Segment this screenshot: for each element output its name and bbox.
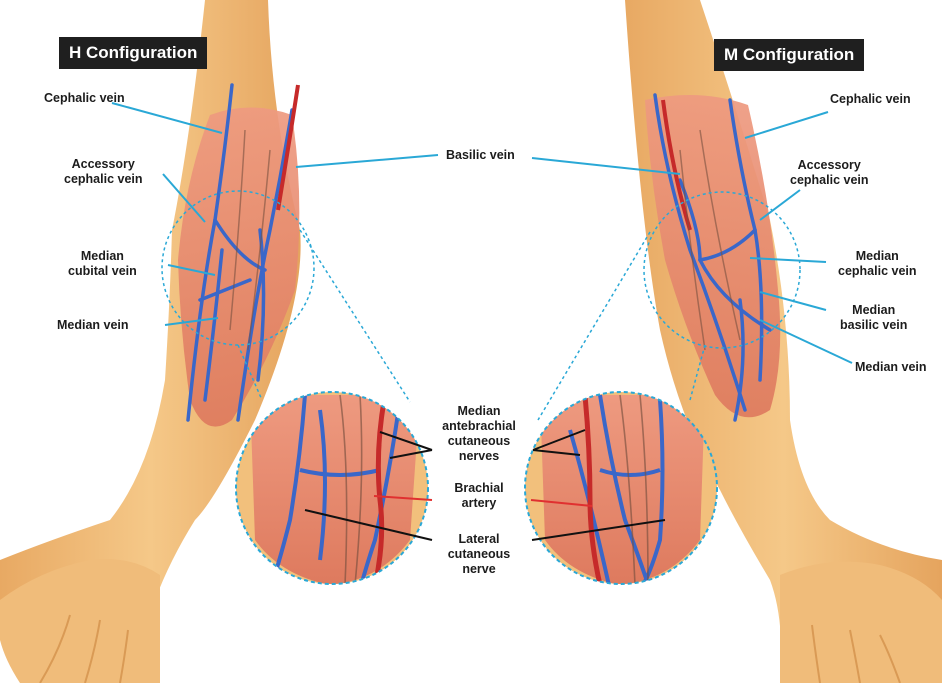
left-zoom-connector-2 <box>300 230 410 402</box>
left-accessory-cephalic-vein-label: Accessory cephalic vein <box>64 157 143 187</box>
h-configuration-title: H Configuration <box>59 37 207 69</box>
left-median-vein-label: Median vein <box>57 318 129 333</box>
basilic-vein-label: Basilic vein <box>446 148 515 163</box>
lateral-cutaneous-nerve-label: Lateral cutaneous nerve <box>436 532 522 577</box>
left-cephalic-vein-label: Cephalic vein <box>44 91 125 106</box>
left-median-cubital-vein-label: Median cubital vein <box>68 249 137 279</box>
right-cephalic-vein-label: Cephalic vein <box>830 92 911 107</box>
right-accessory-cephalic-vein-label: Accessory cephalic vein <box>790 158 869 188</box>
m-configuration-title: M Configuration <box>714 39 864 71</box>
right-median-vein-label: Median vein <box>855 360 927 375</box>
right-median-basilic-vein-label: Median basilic vein <box>840 303 907 333</box>
right-median-cephalic-vein-label: Median cephalic vein <box>838 249 917 279</box>
median-antebrachial-cutaneous-nerves-label: Median antebrachial cutaneous nerves <box>436 404 522 464</box>
brachial-artery-label: Brachial artery <box>436 481 522 511</box>
left-zoom-detail <box>230 390 440 590</box>
